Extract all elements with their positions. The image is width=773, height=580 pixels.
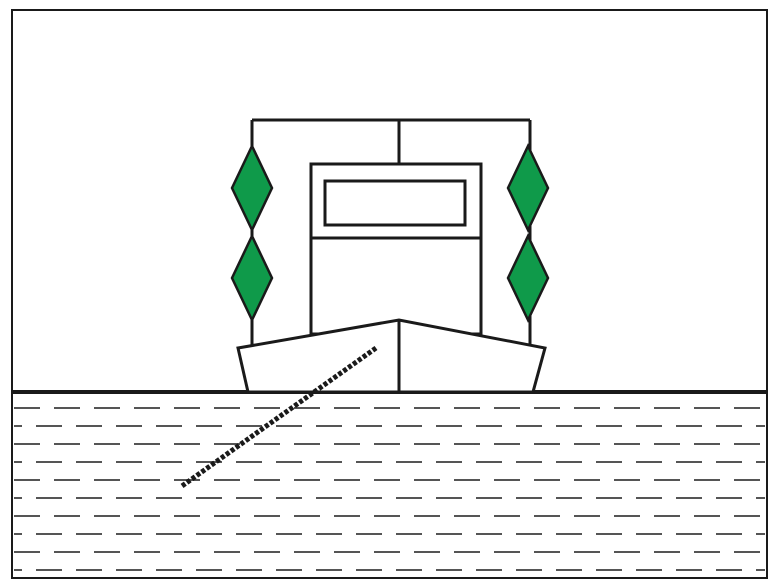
cabin-window <box>325 181 465 225</box>
